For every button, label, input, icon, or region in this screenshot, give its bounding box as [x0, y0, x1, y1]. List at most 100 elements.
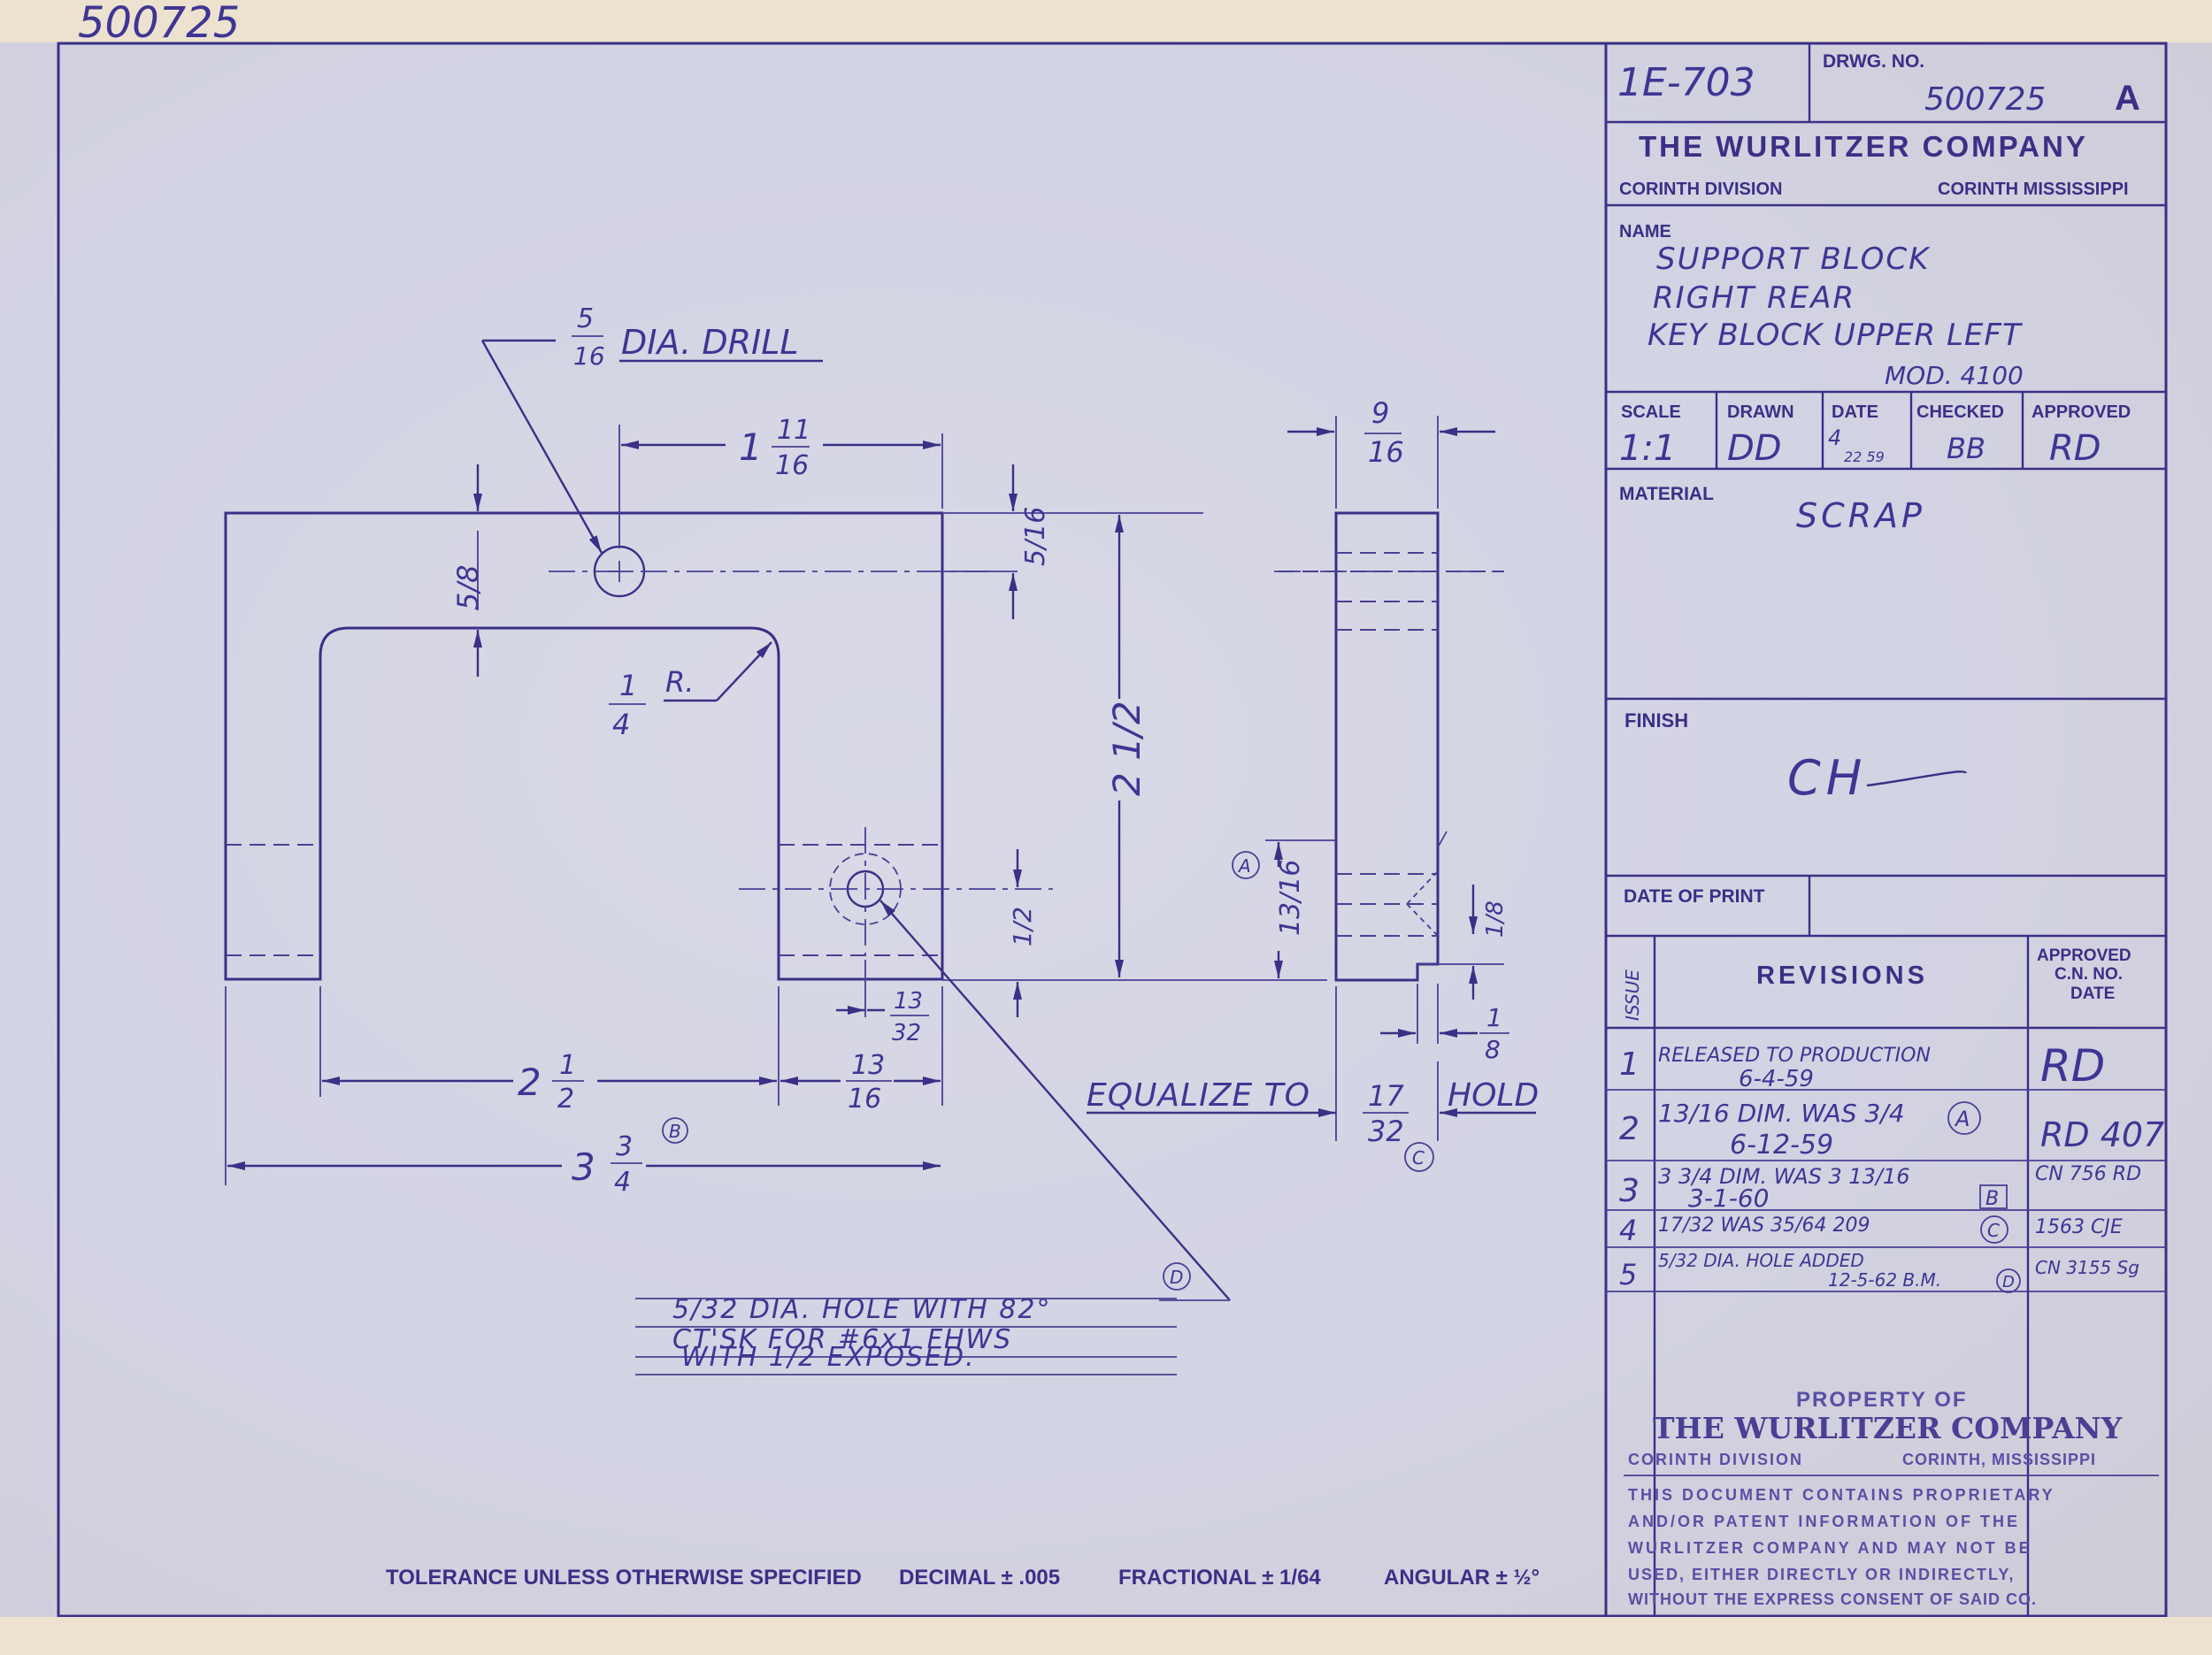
hole-note-line-2: CT'SK FOR #6x1 FHWS: [672, 1324, 1012, 1355]
revision-issue: 2: [1619, 1111, 1640, 1147]
dim-num: 17: [1368, 1079, 1404, 1113]
dim-label: 5/16: [1020, 507, 1051, 566]
marker-b: B: [669, 1121, 681, 1142]
dim-1-11-16: 1 11 16: [618, 415, 943, 548]
revision-marker: A: [1954, 1107, 1970, 1131]
dim-den: 16: [848, 1084, 881, 1115]
revision-approval: CN 756 RD: [2035, 1163, 2141, 1185]
dim-num: 1: [619, 669, 637, 702]
tolerance-decimal: DECIMAL ± .005: [899, 1566, 1060, 1590]
dim-13-16-side: 13/16 A: [1232, 839, 1336, 978]
revision-issue: 4: [1619, 1214, 1637, 1247]
dim-13-16-width: 13 16: [780, 1050, 941, 1115]
revision-approval: RD: [2040, 1040, 2105, 1092]
dim-9-16: 9 16: [1287, 396, 1495, 509]
corner-number-bottom: 500725: [2001, 1620, 2116, 1655]
date-value-top: 4: [1828, 425, 1841, 450]
dim-label: 2 1/2: [1105, 701, 1148, 796]
dim-den: 32: [892, 1020, 921, 1046]
dim-den: 2: [557, 1084, 574, 1115]
hold-text: HOLD: [1448, 1077, 1539, 1114]
dim-1-2: 1/2: [1008, 849, 1037, 1017]
dim-1-8-bottom: 1 8: [1380, 984, 1509, 1064]
date-label: DATE: [1832, 402, 1878, 422]
checked-label: CHECKED: [1916, 402, 2004, 422]
dim-num: 1: [1486, 1003, 1502, 1032]
approved-cn-label-2: C.N. NO.: [2055, 965, 2123, 984]
revision-row: 2 13/16 DIM. WAS 3/4 6-12-59 A RD 407: [1619, 1099, 2164, 1161]
front-view: [224, 511, 1504, 981]
approved-label: APPROVED: [2032, 402, 2131, 422]
marker-a: A: [1237, 855, 1251, 877]
revisions-label: REVISIONS: [1756, 962, 1928, 990]
notice-line-4: USED, EITHER DIRECTLY OR INDIRECTLY,: [1628, 1566, 2015, 1583]
revision-issue: 5: [1619, 1258, 1637, 1291]
drwg-no-label: DRWG. NO.: [1823, 51, 1924, 72]
approved-cn-label-1: APPROVED: [2037, 946, 2131, 965]
ref-number: 1E-703: [1617, 60, 1755, 105]
date-of-print-label: DATE OF PRINT: [1624, 886, 1765, 907]
dim-den: 4: [614, 1167, 631, 1198]
issue-label: ISSUE: [1622, 969, 1643, 1021]
drwg-rev: A: [2115, 79, 2140, 118]
revision-marker: D: [2002, 1273, 2015, 1291]
corner-number-top: 500725: [78, 0, 240, 48]
approved-value: RD: [2049, 428, 2101, 469]
revision-marker: C: [1987, 1220, 2000, 1241]
finish-label: FINISH: [1624, 709, 1688, 732]
dim-17-32: EQUALIZE TO 17 32 HOLD C: [1087, 986, 1539, 1172]
dim-1-8-side: 1/8: [1417, 885, 1509, 1000]
revision-row: 5 5/32 DIA. HOLE ADDED 12-5-62 B.M. D CN…: [1619, 1250, 2139, 1293]
notice-line-2: AND/OR PATENT INFORMATION OF THE: [1628, 1513, 2020, 1530]
revision-line-1: RELEASED TO PRODUCTION: [1658, 1045, 1931, 1067]
scale-value: 1:1: [1619, 428, 1676, 469]
property-division: CORINTH DIVISION: [1628, 1451, 1803, 1468]
revision-line-1: 3 3/4 DIM. WAS 3 13/16: [1658, 1164, 1910, 1189]
notice-line-1: THIS DOCUMENT CONTAINS PROPRIETARY: [1628, 1486, 2055, 1504]
dim-13-32: 13 32: [836, 960, 929, 1046]
revision-issue: 3: [1619, 1173, 1640, 1209]
notice-line-5: WITHOUT THE EXPRESS CONSENT OF SAID CO.: [1628, 1590, 2037, 1608]
tolerance-label: TOLERANCE UNLESS OTHERWISE SPECIFIED: [386, 1566, 862, 1590]
dim-3-3-4: 3 3 4 B: [225, 986, 941, 1198]
property-company: THE WURLITZER COMPANY: [1653, 1411, 2123, 1445]
checked-value: BB: [1947, 432, 1985, 465]
scale-label: SCALE: [1621, 402, 1681, 422]
finish-flourish: [1866, 770, 1968, 787]
revision-line-2: 6-4-59: [1739, 1066, 1814, 1092]
material-label: MATERIAL: [1619, 484, 1714, 504]
dim-den: 16: [775, 450, 809, 481]
tolerance-fractional: FRACTIONAL ± 1/64: [1118, 1566, 1321, 1590]
tolerance-angular: ANGULAR ± ½°: [1384, 1566, 1540, 1590]
dim-2-1-2-height: 2 1/2: [942, 515, 1327, 981]
dim-den: 8: [1485, 1035, 1501, 1064]
finish-value: CH: [1787, 750, 1867, 806]
hole-note-line-3: WITH 1/2 EXPOSED.: [681, 1342, 976, 1373]
side-view: [1279, 511, 1504, 982]
side-outline: [1334, 511, 1440, 982]
dim-2-1-2-width: 2 1 2: [319, 986, 943, 1115]
date-value-bottom: 22 59: [1844, 448, 1885, 465]
revision-row: 1 RELEASED TO PRODUCTION 6-4-59 RD: [1619, 1040, 2105, 1092]
dim-num: 3: [616, 1131, 633, 1162]
dim-5-8: 5/8: [451, 464, 485, 677]
drawn-label: DRAWN: [1727, 402, 1794, 422]
drill-callout: 5 16 DIA. DRILL: [480, 303, 823, 554]
revision-line-1: 17/32 WAS 35/64 209: [1658, 1214, 1870, 1237]
hole-note-leader: [879, 900, 1231, 1301]
dim-den: 4: [612, 708, 630, 741]
drwg-no-value: 500725: [1924, 81, 2046, 118]
equalize-text: EQUALIZE TO: [1087, 1077, 1310, 1114]
dim-suffix: R.: [665, 665, 694, 699]
revision-approval: CN 3155 Sg: [2035, 1257, 2139, 1278]
company-location: CORINTH MISSISSIPPI: [1938, 180, 2129, 199]
revision-line-2: 3-1-60: [1688, 1184, 1769, 1213]
block-outline: [224, 511, 944, 981]
dim-whole: 1: [739, 425, 763, 469]
dim-label: 1/2: [1008, 907, 1037, 946]
revision-line-2: 12-5-62 B.M.: [1828, 1269, 1941, 1291]
revision-line-1: 13/16 DIM. WAS 3/4: [1658, 1099, 1905, 1128]
name-line-4: MOD. 4100: [1885, 361, 2024, 390]
